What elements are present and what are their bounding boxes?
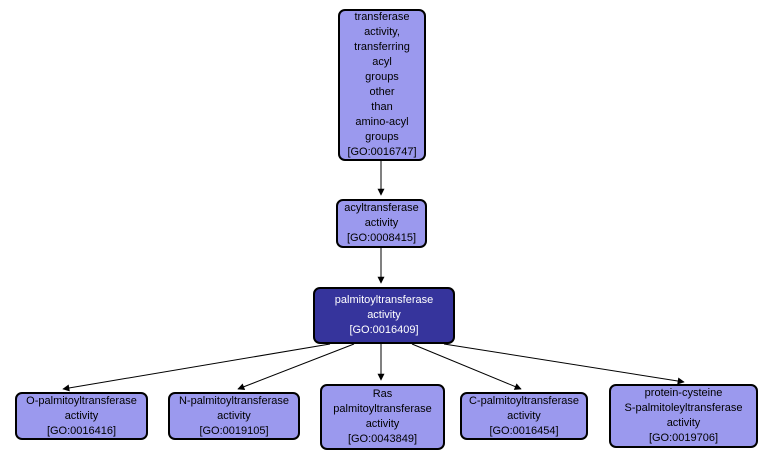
node-go-0016416[interactable]: O-palmitoyltransferase activity [GO:0016… [15,392,148,440]
node-go-0043849[interactable]: Ras palmitoyltransferase activity [GO:00… [320,384,445,450]
node-go-0016409[interactable]: palmitoyltransferase activity [GO:001640… [313,287,455,344]
node-go-0016454[interactable]: C-palmitoyltransferase activity [GO:0016… [460,392,588,440]
edge-0016409-0019706 [443,343,685,385]
node-go-0008415[interactable]: acyltransferase activity [GO:0008415] [336,199,427,248]
edge-0016409-0019105 [237,343,355,390]
node-go-0019105[interactable]: N-palmitoyltransferase activity [GO:0019… [168,392,300,440]
node-go-0019706[interactable]: protein-cysteine S-palmitoleyltransferas… [609,384,758,448]
edge-0016409-0016454 [411,343,522,390]
node-go-0016747[interactable]: transferase activity, transferring acyl … [338,9,426,161]
edge-0016409-0016416 [62,343,331,392]
